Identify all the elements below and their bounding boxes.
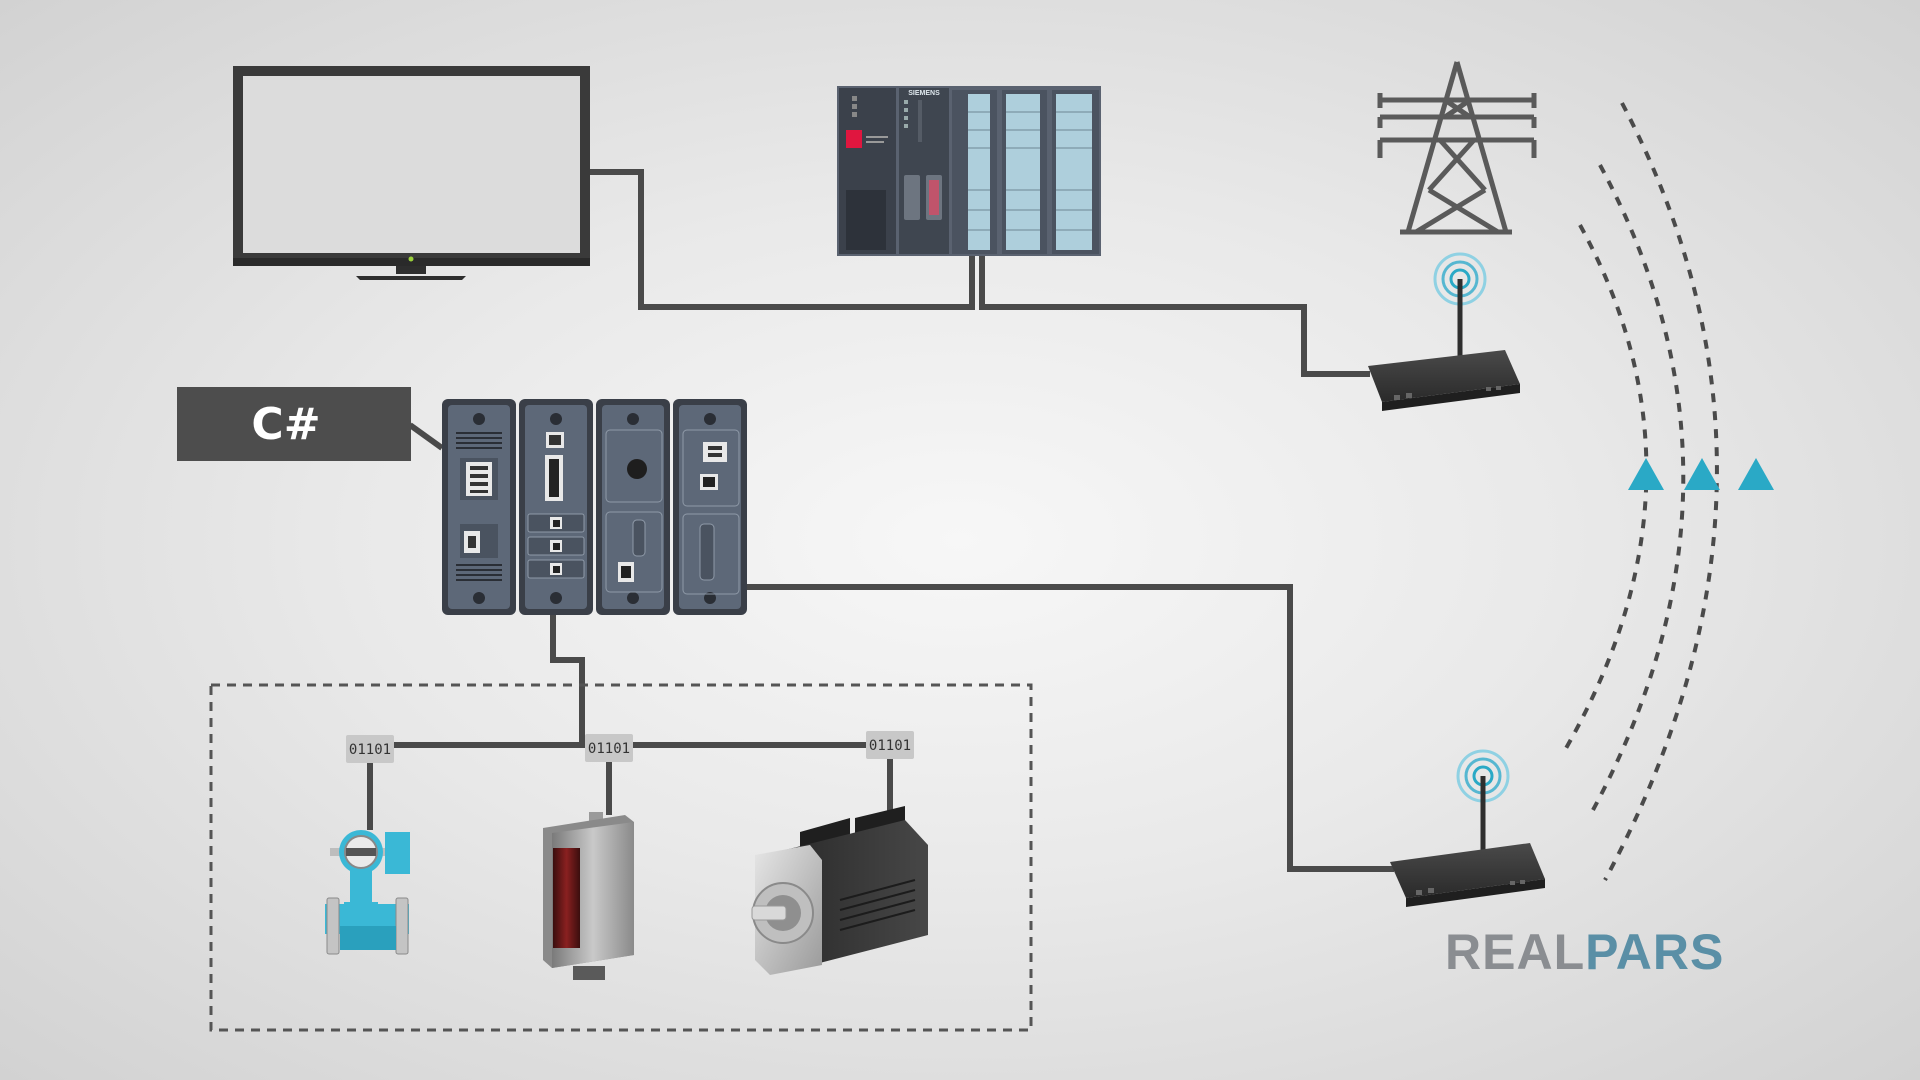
gateway-module-2 [519, 399, 593, 615]
monitor-to-plc-cable [588, 169, 975, 310]
wireless-arc-outer [1603, 102, 1719, 881]
signal-arrows [1628, 458, 1774, 490]
gateway-to-fieldbus-cable [550, 615, 585, 745]
programming-language-box: C# [177, 387, 411, 461]
programming-language-label: C# [251, 399, 320, 450]
fieldbus-label-text: 01101 [349, 742, 391, 758]
signal-arrow-icon [1684, 458, 1720, 490]
brand-logo-pars: PARS [1585, 924, 1724, 980]
brand-logo-real: REAL [1445, 924, 1585, 980]
gateway-module-3 [596, 399, 670, 615]
brand-logo-text: REALPARS [1445, 924, 1724, 980]
wireless-link [1563, 102, 1719, 881]
wireless-router-icon-upper [1368, 252, 1520, 411]
csharp-to-gateway-cable [408, 422, 444, 451]
fieldbus-label-text: 01101 [588, 741, 630, 757]
plc-brand-label: SIEMENS [908, 90, 940, 97]
servo-motor-icon [751, 806, 928, 975]
gateway-module-1 [442, 399, 516, 615]
fieldbus-label-2: 01101 [585, 734, 633, 762]
photoelectric-sensor-icon [543, 812, 634, 980]
fieldbus-label-1: 01101 [346, 735, 394, 763]
flow-meter-icon [325, 830, 410, 955]
signal-arrow-icon [1738, 458, 1774, 490]
monitor-icon [233, 66, 590, 280]
gateway-module-4 [673, 399, 747, 615]
plc-rack-icon: SIEMENS [837, 86, 1101, 256]
fieldbus-label-text: 01101 [869, 738, 911, 754]
io-gateway-icon [442, 399, 747, 615]
plc-to-router-cable [979, 255, 1370, 377]
gateway-to-router-cable [747, 584, 1394, 872]
wireless-arc-middle [1591, 164, 1686, 811]
field-devices-boundary [209, 683, 1033, 1032]
fieldbus-label-3: 01101 [866, 731, 914, 759]
power-tower-icon [1377, 61, 1537, 235]
wireless-router-icon-lower [1390, 749, 1545, 907]
signal-arrow-icon [1628, 458, 1664, 490]
brand-logo: REALPARS [1445, 924, 1724, 980]
